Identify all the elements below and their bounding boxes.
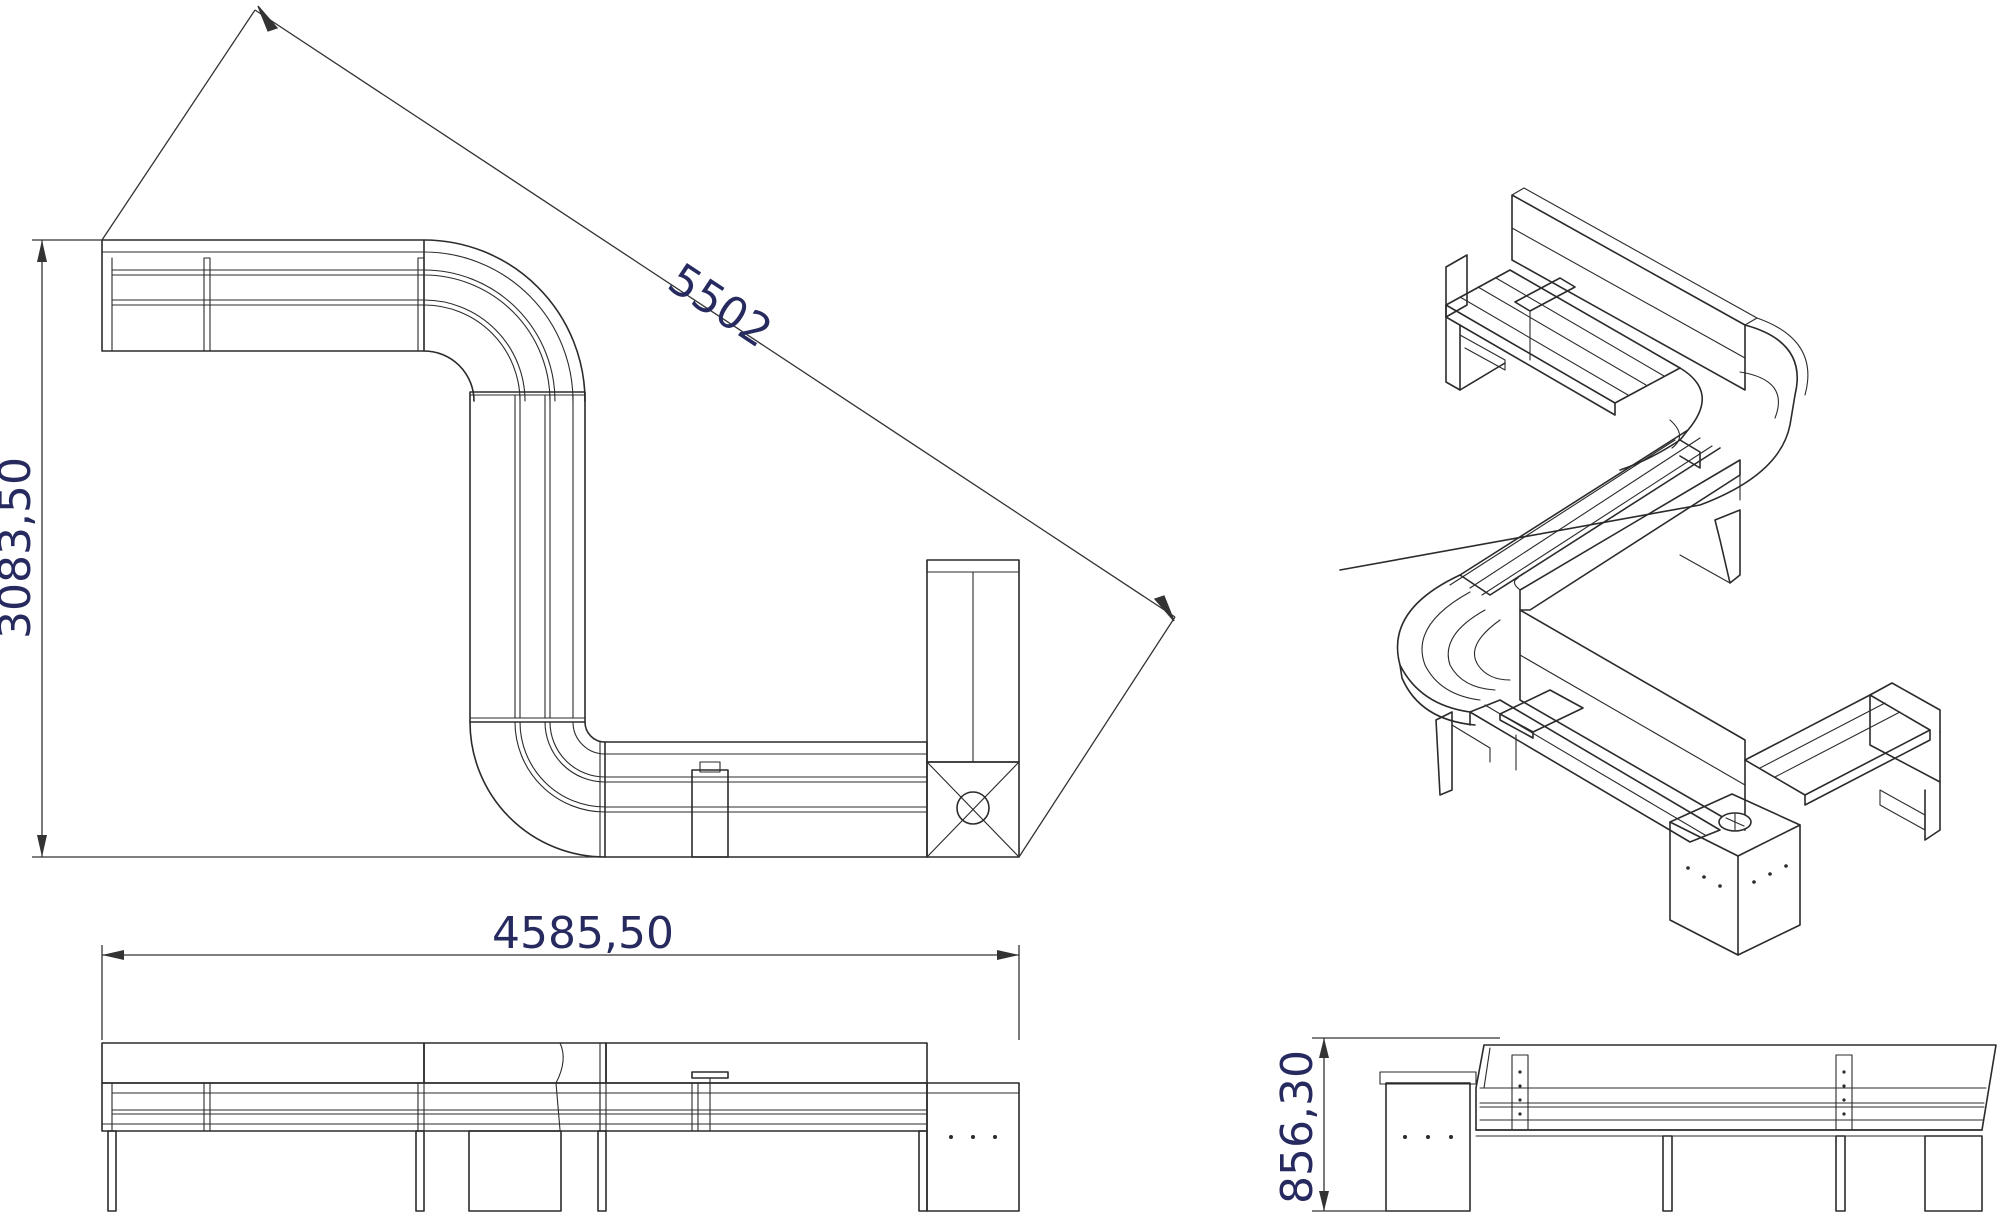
iso-small-table (1499, 689, 1584, 733)
plan-lower-curve (469, 721, 606, 858)
side-backrest (1475, 1044, 1997, 1131)
plan-dimensions: 5502 3083,50 4585,50 (0, 5, 1176, 1040)
side-elevation-view: 856,30 (1272, 1037, 1997, 1212)
diagonal-dimension-label: 5502 (659, 254, 781, 358)
diagonal-dimension-line (254, 9, 1176, 618)
front-middle-support (468, 1130, 562, 1212)
plan-planter-hole (956, 791, 990, 825)
iso-lower-backrest (1519, 609, 1746, 831)
plan-upper-seat (101, 239, 425, 352)
plan-lower-seat (604, 741, 928, 858)
height-dimension-label: 856,30 (1272, 1050, 1323, 1204)
plan-view (101, 239, 1020, 858)
depth-dimension-label: 3083,50 (0, 457, 41, 639)
plan-upper-curve (423, 239, 586, 402)
iso-lower-seat (1469, 699, 1721, 843)
plan-middle-seat (469, 391, 586, 723)
plan-small-table (691, 769, 729, 858)
side-planter-box (1385, 1082, 1471, 1212)
front-planter-box (926, 1082, 1020, 1212)
iso-upper-backrest (1511, 194, 1746, 391)
front-elevation-view (101, 1042, 1020, 1212)
plan-planter-box (926, 761, 1020, 858)
isometric-view (1339, 187, 1941, 956)
width-dimension-label: 4585,50 (492, 908, 674, 959)
